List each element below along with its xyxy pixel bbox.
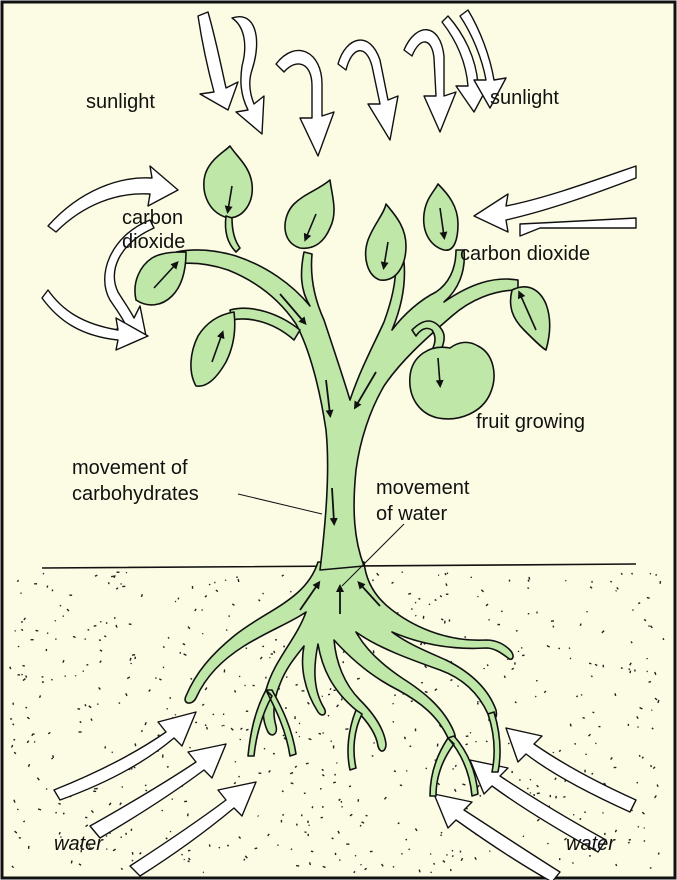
label-carbon-dioxide-right: carbon dioxide bbox=[460, 243, 590, 265]
label-fruit-growing: fruit growing bbox=[476, 411, 585, 433]
label-water-left: water bbox=[54, 833, 104, 855]
label-water-right: water bbox=[566, 833, 616, 855]
label-sunlight-right: sunlight bbox=[490, 87, 559, 109]
label-carbohydrates-line1: movement of bbox=[72, 457, 188, 479]
label-water-movement-line2: of water bbox=[376, 503, 447, 525]
label-carbohydrates-line2: carbohydrates bbox=[72, 483, 199, 505]
label-sunlight-left: sunlight bbox=[86, 91, 155, 113]
label-carbon-dioxide-left-line2: dioxide bbox=[122, 231, 185, 253]
label-water-movement-line1: movement bbox=[376, 477, 470, 499]
label-carbon-dioxide-left-line1: carbon bbox=[122, 207, 183, 229]
